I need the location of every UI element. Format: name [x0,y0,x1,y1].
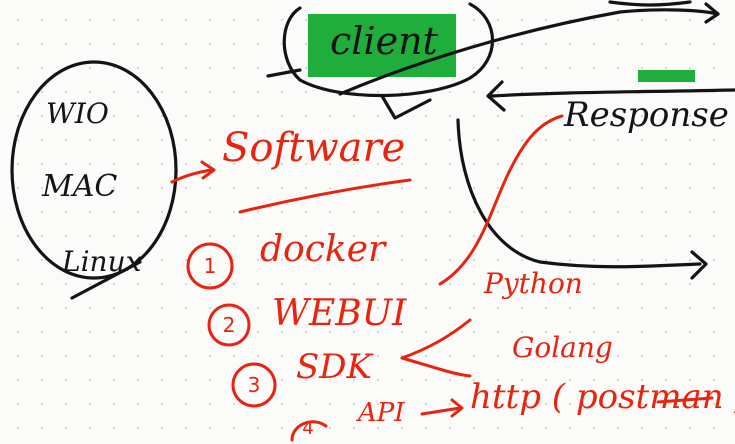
top-scribble [608,0,692,7]
software-item-sdk: SDK [296,347,372,387]
api-target-http-postman: http ( postman ) [470,377,735,417]
client-pointer [380,94,432,120]
response-highlight [638,70,695,82]
right-curve-arrowhead [690,250,708,280]
os-to-software-arrow [170,168,214,184]
software-label: Software [222,125,406,171]
sdk-branch-python: Python [484,267,583,300]
os-to-software-arrowhead [200,160,216,180]
os-circle [10,60,178,280]
num-circle-1 [186,242,234,290]
num-circle-2 [207,303,251,347]
os-label-windows: WIO [46,97,109,130]
sdk-branch-lower [400,356,472,378]
number-2: 2 [222,313,236,337]
client-stroke [266,68,302,78]
api-arrowhead [450,398,464,418]
software-item-webui: WEBUI [272,293,407,334]
software-underline [238,178,412,214]
os-label-linux: Linux [62,245,142,278]
response-arrowhead [486,80,506,112]
number-4: 4 [302,418,314,439]
number-1: 1 [203,254,217,278]
right-big-curve [456,118,702,269]
number-3: 3 [247,373,261,397]
software-item-docker: docker [260,229,386,270]
response-arrow-line [490,88,735,98]
client-label: client [330,19,438,63]
request-curve [338,8,720,96]
num-circle-3 [231,362,277,408]
os-label-mac: MAC [42,169,118,204]
sdk-branch-golang: Golang [512,331,613,364]
webui-to-response-curve [438,114,564,286]
os-circle-tail [70,260,142,300]
response-label: Response [564,95,729,135]
sdk-branch-upper [400,318,472,360]
software-item-api: API [358,398,405,428]
client-highlight [308,14,456,77]
num-circle-4 [290,420,328,442]
postman-underline [656,396,714,404]
api-arrow [420,406,462,416]
request-arrowhead [704,2,720,24]
